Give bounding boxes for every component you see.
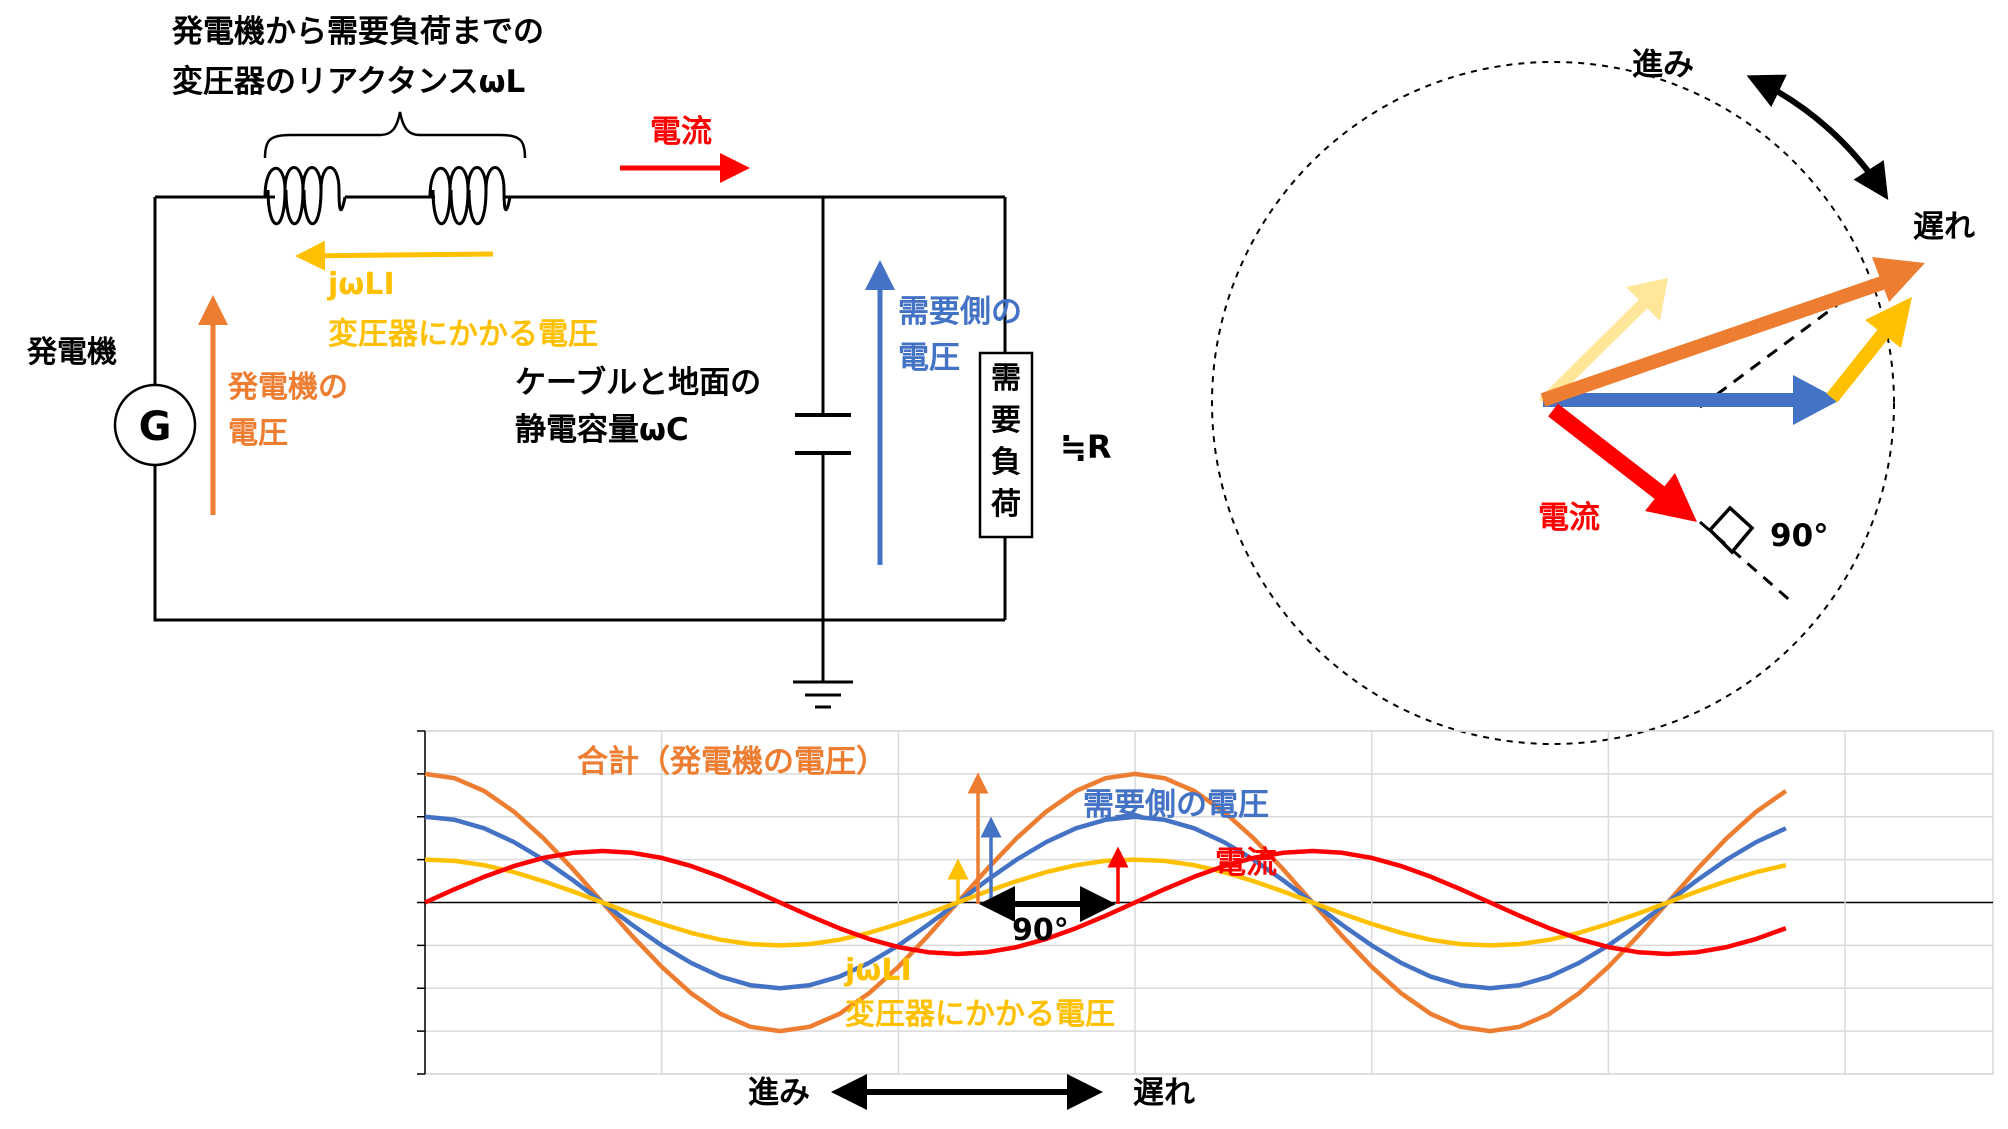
phasor-current-label: 電流 <box>1538 500 1600 536</box>
inductor-coil-1 <box>263 166 347 225</box>
right-angle-marker <box>1707 505 1755 555</box>
waveform-transformer-label-line1: jωLI <box>844 953 912 988</box>
ground-symbol <box>793 680 853 709</box>
waveform-demand-label: 需要側の電圧 <box>1083 787 1269 823</box>
transformer-voltage-arrow <box>295 240 494 271</box>
generator-voltage-label-line2: 電圧 <box>228 416 288 451</box>
load-label-char-1: 需 <box>991 361 1021 396</box>
current-label: 電流 <box>650 114 712 150</box>
waveform-lag-label: 遅れ <box>1133 1075 1195 1111</box>
demand-voltage-label-line1: 需要側の <box>898 294 1022 330</box>
waveform-chart: 90° 合計（発電機の電圧） 需要側の電圧 電流 jωLI 変圧器にかかる電圧 … <box>417 730 1994 1111</box>
reactance-label-line1: 発電機から需要負荷までの <box>171 14 544 50</box>
capacitance-label-line2: 静電容量ωC <box>515 412 689 448</box>
waveform-current-label: 電流 <box>1215 845 1277 881</box>
approx-r-label: ≒R <box>1060 428 1111 466</box>
reactance-brace <box>263 111 527 159</box>
phasor-perpendicular-line <box>1699 303 1838 409</box>
inductor-coil-2 <box>428 166 512 225</box>
reactance-label-line2: 変圧器のリアクタンスωL <box>172 64 525 100</box>
circuit-wire-left-lower <box>153 465 1005 622</box>
load-label-char-3: 負 <box>991 445 1021 480</box>
phasor-yellow-arrow <box>1826 297 1912 403</box>
waveform-transformer-label-line2: 変圧器にかかる電圧 <box>845 997 1115 1032</box>
waveform-total-label: 合計（発電機の電圧） <box>577 744 887 780</box>
transformer-voltage-label-line2: 変圧器にかかる電圧 <box>328 317 598 352</box>
waveform-series-3 <box>424 857 1787 948</box>
phasor-angle-label: 90° <box>1770 518 1829 554</box>
generator-symbol-text: G <box>139 404 172 450</box>
phasor-reference-circle <box>1211 61 1895 745</box>
transformer-voltage-label-line1: jωLI <box>327 267 395 302</box>
phasor-lag-label: 遅れ <box>1913 209 1975 245</box>
circuit-diagram: G 発電機 需 要 負 荷 ≒R 発電機から需要負荷までの 変圧器のリアクタンス… <box>26 14 1111 709</box>
waveform-series-2 <box>424 814 1787 991</box>
demand-voltage-label-line2: 電圧 <box>898 340 960 376</box>
capacitance-label-line1: ケーブルと地面の <box>515 365 761 401</box>
phasor-diagram: 進み 遅れ 90° 電流 <box>1211 47 1975 745</box>
lead-lag-arc-arrow <box>1746 74 1889 201</box>
waveform-angle-label: 90° <box>1012 913 1069 948</box>
generator-symbol <box>113 383 197 467</box>
load-label-char-2: 要 <box>991 403 1021 438</box>
phasor-light-yellow-arrow <box>1538 278 1668 408</box>
generator-voltage-label-line1: 発電機の <box>227 370 348 405</box>
load-box <box>978 351 1034 539</box>
waveform-series-1 <box>424 771 1788 1034</box>
generator-label: 発電機 <box>26 335 117 370</box>
load-label-char-4: 荷 <box>991 487 1021 522</box>
waveform-grid <box>417 730 1994 1075</box>
waveform-lead-label: 進み <box>748 1075 810 1111</box>
phasor-red-arrow <box>1548 403 1697 522</box>
phasor-orange-arrow <box>1540 257 1925 407</box>
phasor-blue-arrow <box>1543 375 1840 425</box>
phasor-lead-label: 進み <box>1632 47 1694 83</box>
